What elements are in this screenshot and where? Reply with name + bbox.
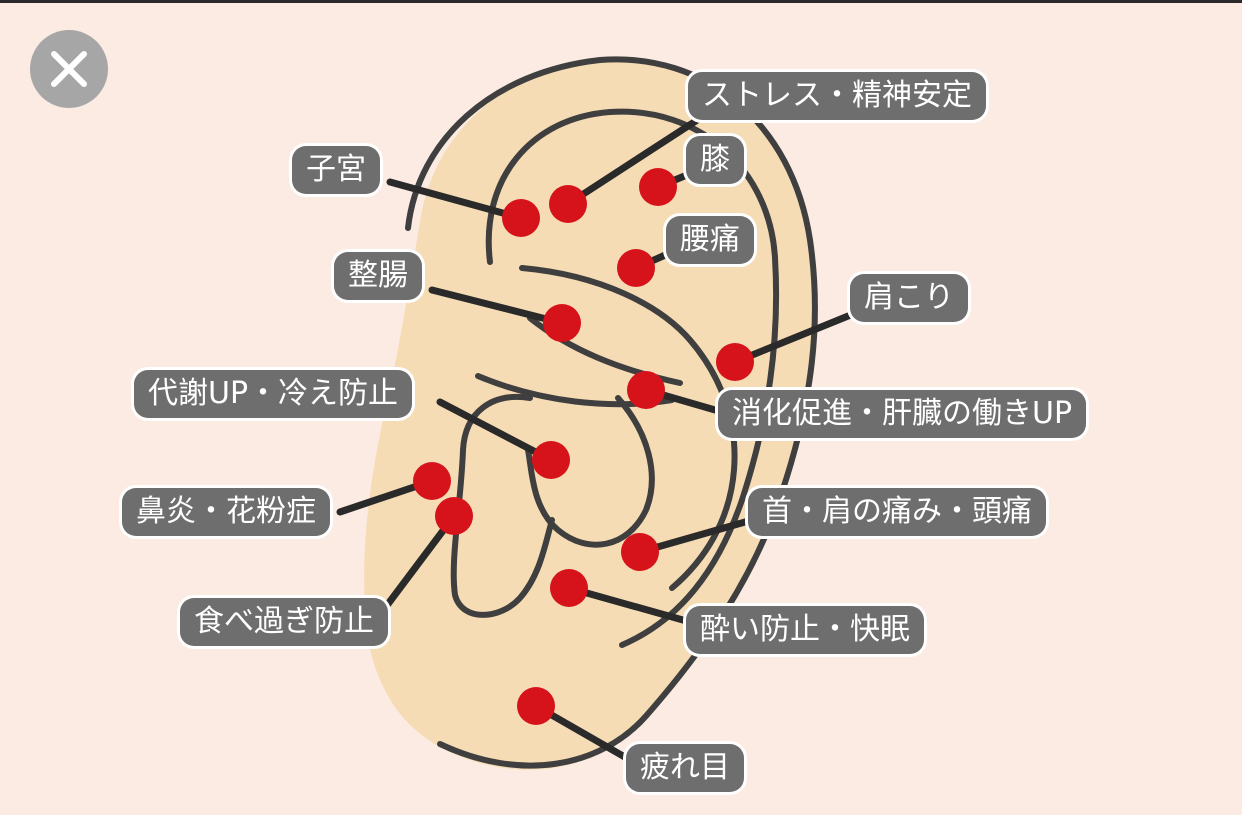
leader-line-stress — [564, 111, 709, 208]
leader-line-intestine — [428, 286, 566, 327]
top-border — [0, 0, 1242, 3]
label-knee: 膝 — [686, 136, 744, 184]
acupoint-stress — [549, 185, 587, 223]
ear-helix-rim — [405, 56, 818, 769]
label-uterus: 子宮 — [292, 146, 380, 194]
acupoint-uterus — [502, 199, 540, 237]
acupoint-intestine — [543, 304, 581, 342]
acupoint-sickness — [550, 569, 588, 607]
leader-line-neck — [636, 516, 756, 556]
label-digestion: 消化促進・肝臓の働きUP — [718, 390, 1087, 438]
ear-concha-bowl — [525, 395, 655, 548]
leader-line-metabolism — [436, 398, 555, 464]
acupoint-overeating — [435, 497, 473, 535]
label-shoulder: 肩こり — [850, 274, 968, 322]
label-neck: 首・肩の痛み・頭痛 — [748, 488, 1046, 536]
label-eyes: 疲れ目 — [626, 744, 744, 792]
label-metabolism: 代謝UP・冷え防止 — [134, 370, 413, 418]
acupoint-digestion — [627, 371, 665, 409]
ear-inner-fold — [485, 108, 780, 648]
close-icon — [51, 51, 87, 87]
acupoint-neck — [621, 533, 659, 571]
label-overeating: 食べ過ぎ防止 — [180, 598, 388, 646]
label-stress: ストレス・精神安定 — [688, 72, 986, 120]
label-nose: 鼻炎・花粉症 — [122, 488, 330, 536]
label-intestine: 整腸 — [334, 252, 422, 300]
acupoint-knee — [639, 168, 677, 206]
leader-line-shoulder — [731, 308, 862, 366]
acupoint-eyes — [517, 687, 555, 725]
acupoint-backpain — [617, 249, 655, 287]
acupoint-shoulder — [716, 343, 754, 381]
acupoint-nose — [413, 462, 451, 500]
acupoint-metabolism — [532, 441, 570, 479]
label-sickness: 酔い防止・快眠 — [686, 606, 924, 654]
close-button[interactable] — [30, 30, 108, 108]
label-backpain: 腰痛 — [666, 216, 754, 264]
leader-line-uterus — [386, 178, 525, 222]
leader-line-sickness — [565, 584, 694, 626]
